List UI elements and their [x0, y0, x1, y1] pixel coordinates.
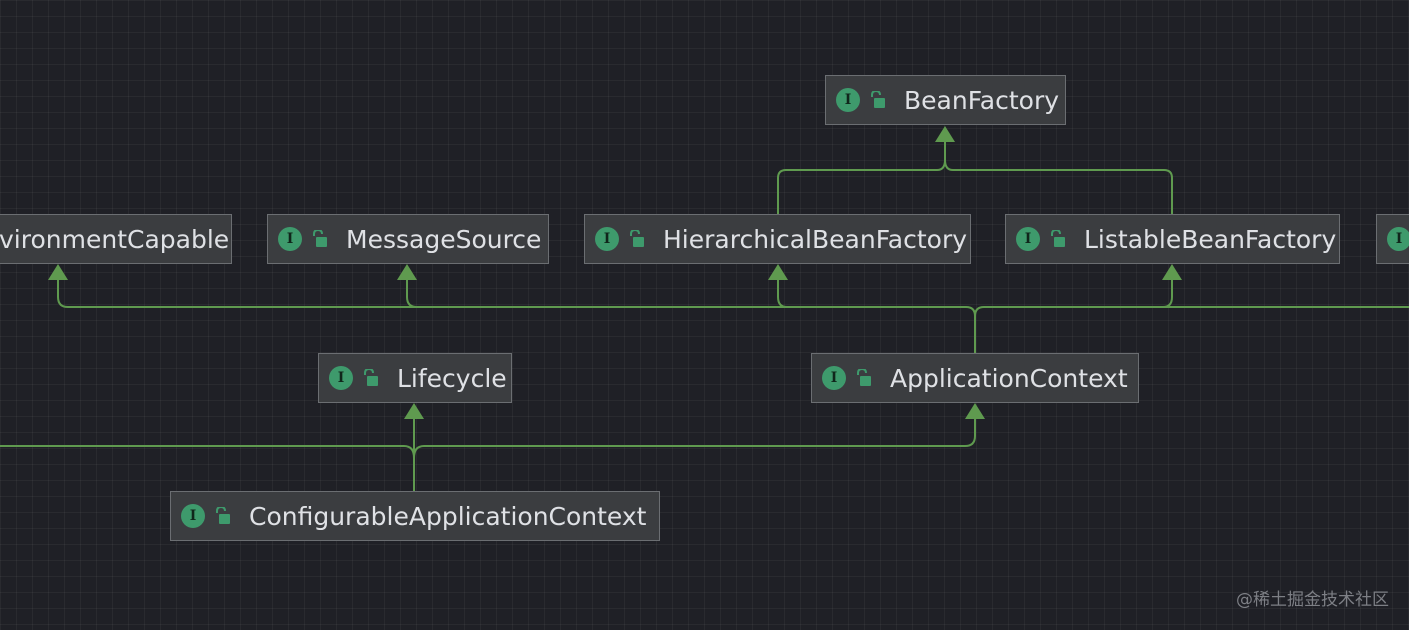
node-label: Lifecycle	[397, 363, 507, 393]
node-label: ApplicationContext	[890, 363, 1128, 393]
unlocked-padlock-icon	[364, 369, 378, 386]
node-label: BeanFactory	[904, 85, 1060, 115]
unlocked-padlock-icon	[630, 230, 644, 247]
interface-badge-icon: I	[329, 366, 353, 390]
interface-badge-icon: I	[595, 227, 619, 251]
node-label: MessageSource	[346, 224, 542, 254]
interface-badge-icon: I	[181, 504, 205, 528]
node-label: vironmentCapable	[0, 224, 230, 254]
node-bean-factory[interactable]: I BeanFactory	[825, 75, 1066, 125]
node-offscreen-right[interactable]: I	[1376, 214, 1409, 264]
node-label: ListableBeanFactory	[1084, 224, 1337, 254]
interface-badge-icon: I	[1387, 227, 1409, 251]
interface-badge-icon: I	[1016, 227, 1040, 251]
interface-badge-icon: I	[836, 88, 860, 112]
unlocked-padlock-icon	[871, 91, 885, 108]
node-lifecycle[interactable]: I Lifecycle	[318, 353, 512, 403]
node-hierarchical-bean-factory[interactable]: I HierarchicalBeanFactory	[584, 214, 971, 264]
node-application-context[interactable]: I ApplicationContext	[811, 353, 1139, 403]
node-configurable-application-context[interactable]: I ConfigurableApplicationContext	[170, 491, 660, 541]
unlocked-padlock-icon	[313, 230, 327, 247]
interface-badge-icon: I	[822, 366, 846, 390]
unlocked-padlock-icon	[1051, 230, 1065, 247]
node-label: HierarchicalBeanFactory	[663, 224, 968, 254]
unlocked-padlock-icon	[216, 507, 230, 524]
node-environment-capable[interactable]: vironmentCapable	[0, 214, 232, 264]
node-label: ConfigurableApplicationContext	[249, 501, 647, 531]
interface-badge-icon: I	[278, 227, 302, 251]
node-message-source[interactable]: I MessageSource	[267, 214, 549, 264]
watermark: @稀土掘金技术社区	[1236, 590, 1389, 610]
unlocked-padlock-icon	[857, 369, 871, 386]
node-listable-bean-factory[interactable]: I ListableBeanFactory	[1005, 214, 1340, 264]
